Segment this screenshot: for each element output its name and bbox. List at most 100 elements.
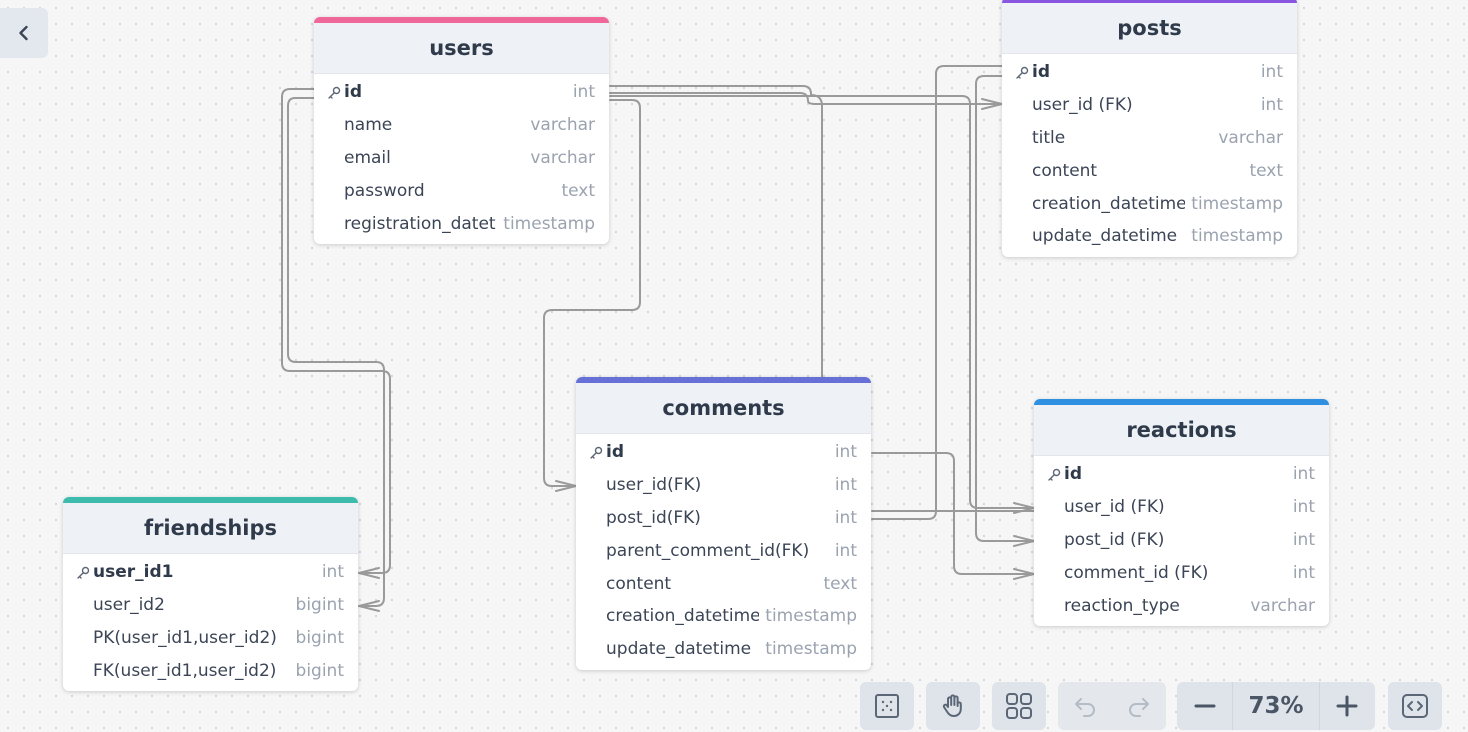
column-name: id (1032, 62, 1050, 83)
column-row[interactable]: id int (314, 76, 609, 109)
column-row[interactable]: creation_datetime timestamp (576, 600, 871, 633)
column-row[interactable]: id int (1002, 56, 1297, 89)
column-type: timestamp (765, 639, 857, 660)
zoom-in-icon (1336, 695, 1358, 717)
key-icon (328, 86, 341, 99)
column-row[interactable]: update_datetime timestamp (1002, 220, 1297, 253)
undo-button[interactable] (1058, 692, 1112, 720)
column-name: creation_datetime (606, 606, 760, 627)
auto-layout-button[interactable] (992, 682, 1046, 730)
redo-button[interactable] (1112, 692, 1166, 720)
column-type: bigint (295, 660, 344, 681)
column-row[interactable]: user_id2 bigint (63, 589, 358, 622)
column-name: FK(user_id1,user_id2) (93, 660, 277, 681)
column-list: id int name varchar email varchar passwo… (314, 74, 609, 244)
table-title: comments (576, 383, 871, 434)
column-type: timestamp (503, 213, 595, 234)
hand-pan-icon (942, 694, 962, 717)
column-list: id int user_id (FK) int title varchar co… (1002, 54, 1297, 257)
column-type: int (834, 475, 857, 496)
column-row[interactable]: update_datetime timestamp (576, 633, 871, 666)
column-row[interactable]: user_id (FK) int (1034, 491, 1329, 524)
column-type: bigint (295, 595, 344, 616)
column-name: id (344, 82, 362, 103)
table-friendships[interactable]: friendships user_id1 int user_id2 bigint… (63, 497, 358, 692)
column-type: int (1292, 529, 1315, 550)
key-icon (590, 446, 603, 459)
column-list: user_id1 int user_id2 bigint PK(user_id1… (63, 554, 358, 691)
column-type: int (834, 540, 857, 561)
table-title: users (314, 23, 609, 74)
column-name: creation_datetime (1032, 193, 1186, 214)
undo-redo-group (1058, 682, 1166, 730)
zoom-out-button[interactable] (1177, 682, 1232, 730)
column-type: int (1292, 464, 1315, 485)
column-row[interactable]: content text (576, 567, 871, 600)
column-row[interactable]: post_id (FK) int (1034, 524, 1329, 557)
table-posts[interactable]: posts id int user_id (FK) int title varc… (1002, 0, 1297, 257)
column-name: post_id(FK) (606, 507, 701, 528)
column-row[interactable]: email varchar (314, 142, 609, 175)
table-title: reactions (1034, 405, 1329, 456)
column-row[interactable]: creation_datetime timestamp (1002, 187, 1297, 220)
column-name: email (344, 147, 391, 168)
column-name: update_datetime (606, 639, 752, 660)
code-view-button[interactable] (1388, 682, 1442, 730)
column-type: int (572, 82, 595, 103)
column-name: comment_id (FK) (1064, 562, 1209, 583)
table-title: posts (1002, 3, 1297, 54)
column-name: update_datetime (1032, 226, 1178, 247)
column-name: user_id1 (93, 562, 174, 583)
column-row[interactable]: title varchar (1002, 122, 1297, 155)
column-type: int (1260, 62, 1283, 83)
table-comments[interactable]: comments id int user_id(FK) int post_id(… (576, 377, 871, 670)
column-row[interactable]: comment_id (FK) int (1034, 556, 1329, 589)
zoom-level: 73% (1248, 693, 1304, 719)
column-name: password (344, 180, 425, 201)
column-type: varchar (1250, 595, 1315, 616)
table-color-bar (576, 377, 871, 383)
column-name: parent_comment_id(FK) (606, 540, 810, 561)
column-row[interactable]: content text (1002, 154, 1297, 187)
column-name: content (1032, 160, 1098, 181)
column-row[interactable]: id int (576, 436, 871, 469)
column-row[interactable]: FK(user_id1,user_id2) bigint (63, 654, 358, 687)
column-name: reaction_type (1064, 595, 1180, 616)
column-row[interactable]: post_id(FK) int (576, 502, 871, 535)
column-list: id int user_id(FK) int post_id(FK) int p… (576, 434, 871, 670)
column-type: text (561, 180, 595, 201)
column-name: user_id (FK) (1032, 95, 1133, 116)
column-type: timestamp (1191, 226, 1283, 247)
column-name: user_id (FK) (1064, 497, 1165, 518)
column-name: name (344, 115, 393, 136)
redo-icon (1129, 698, 1149, 717)
table-color-bar (314, 17, 609, 23)
column-type: text (823, 573, 857, 594)
table-title: friendships (63, 503, 358, 554)
zoom-in-button[interactable] (1320, 682, 1375, 730)
auto-layout-icon (1006, 693, 1032, 719)
column-row[interactable]: user_id(FK) int (576, 469, 871, 502)
column-row[interactable]: password text (314, 174, 609, 207)
column-row[interactable]: id int (1034, 458, 1329, 491)
table-reactions[interactable]: reactions id int user_id (FK) int post_i… (1034, 399, 1329, 626)
column-row[interactable]: registration_datetime timestamp (314, 207, 609, 240)
column-row[interactable]: user_id1 int (63, 556, 358, 589)
key-icon (77, 566, 90, 579)
column-list: id int user_id (FK) int post_id (FK) int… (1034, 456, 1329, 626)
back-button[interactable] (0, 8, 48, 58)
column-row[interactable]: reaction_type varchar (1034, 589, 1329, 622)
column-row[interactable]: user_id (FK) int (1002, 89, 1297, 122)
grid-toggle-button[interactable] (860, 682, 914, 730)
column-row[interactable]: PK(user_id1,user_id2) bigint (63, 622, 358, 655)
pan-tool-button[interactable] (926, 682, 980, 730)
chevron-left-icon (19, 25, 28, 41)
column-name: registration_datetime (344, 213, 497, 234)
column-row[interactable]: parent_comment_id(FK) int (576, 534, 871, 567)
table-users[interactable]: users id int name varchar email varchar … (314, 17, 609, 244)
column-row[interactable]: name varchar (314, 109, 609, 142)
undo-icon (1075, 698, 1095, 717)
column-type: timestamp (765, 606, 857, 627)
zoom-level-display[interactable]: 73% (1232, 682, 1320, 730)
